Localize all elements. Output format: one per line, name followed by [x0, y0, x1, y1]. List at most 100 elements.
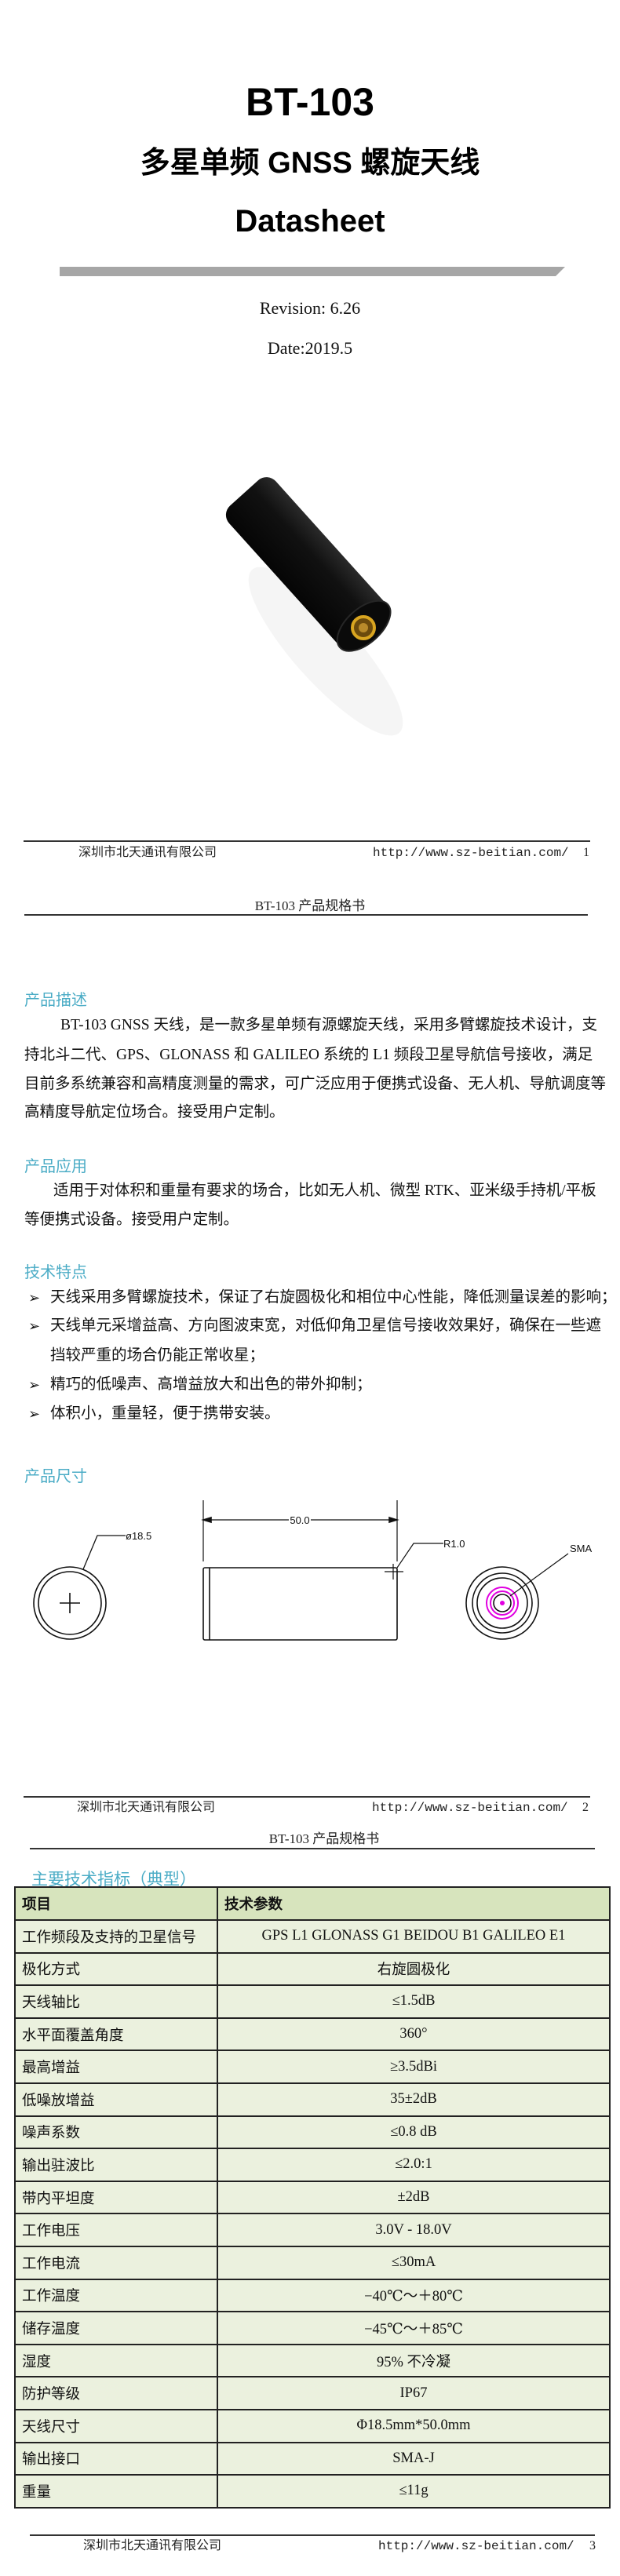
spec-item: 输出驻波比 — [14, 2148, 218, 2182]
spec-item: 水平面覆盖角度 — [14, 2017, 218, 2052]
footer-company: 深圳市北天通讯有限公司 — [78, 846, 217, 859]
title-divider-bar — [60, 267, 565, 276]
spec-value: SMA-J — [217, 2441, 611, 2476]
section-heading-description: 产品描述 — [24, 992, 87, 1009]
end-view-top — [33, 1535, 126, 1640]
model-title: BT-103 — [246, 80, 374, 124]
table-row: 带内平坦度±2dB — [14, 2180, 611, 2215]
footer-company: 深圳市北天通讯有限公司 — [77, 1801, 216, 1814]
page-number: 3 — [589, 2539, 596, 2552]
column-header-item: 项目 — [14, 1886, 218, 1921]
header-rule — [30, 1848, 595, 1849]
spec-value: ≤2.0:1 — [217, 2148, 611, 2182]
column-header-param: 技术参数 — [217, 1886, 611, 1921]
table-header-row: 项目 技术参数 — [14, 1886, 611, 1921]
date-text: Date:2019.5 — [267, 338, 353, 358]
feature-item-continued: 挡较严重的场合仍能正常收星； — [50, 1347, 265, 1364]
spec-value: ≤0.8 dB — [217, 2115, 611, 2150]
spec-value: 35±2dB — [217, 2082, 611, 2117]
spec-value: −45℃～＋85℃ — [217, 2311, 611, 2345]
footer-url[interactable]: http://www.sz-beitian.com/ — [373, 846, 569, 860]
revision-text: Revision: 6.26 — [259, 298, 361, 318]
table-row: 输出驻波比≤2.0:1 — [14, 2148, 611, 2182]
spec-item: 输出接口 — [14, 2441, 218, 2476]
feature-item: 精巧的低噪声、高增益放大和出色的带外抑制； — [50, 1376, 372, 1393]
spec-item: 湿度 — [14, 2343, 218, 2378]
spec-item: 工作温度 — [14, 2278, 218, 2313]
spec-value: IP67 — [217, 2376, 611, 2410]
spec-item: 带内平坦度 — [14, 2180, 218, 2215]
footer-url[interactable]: http://www.sz-beitian.com/ — [372, 1801, 568, 1815]
spec-value: ≤1.5dB — [217, 1984, 611, 2019]
dimension-drawing: ø18.5 50.0 R1.0 SMA — [33, 1500, 593, 1641]
spec-value: ≤11g — [217, 2474, 611, 2509]
description-line: 高精度导航定位场合。接受用户定制。 — [24, 1104, 285, 1120]
feature-item: 体积小，重量轻，便于携带安装。 — [50, 1405, 280, 1422]
spec-item: 重量 — [14, 2474, 218, 2509]
page-header-title: BT-103 产品规格书 — [268, 1831, 380, 1846]
section-heading-application: 产品应用 — [24, 1158, 87, 1175]
section-heading-features: 技术特点 — [24, 1264, 87, 1281]
diameter-label: ø18.5 — [126, 1530, 151, 1542]
spec-value: Φ18.5mm*50.0mm — [217, 2408, 611, 2443]
spec-item: 工作频段及支持的卫星信号 — [14, 1919, 218, 1954]
page-number: 1 — [583, 846, 589, 859]
section-heading-specs: 主要技术指标（典型） — [31, 1870, 196, 1889]
footer-url[interactable]: http://www.sz-beitian.com/ — [378, 2539, 574, 2553]
feature-item: 天线采用多臂螺旋技术，保证了右旋圆极化和相位中心性能，降低测量误差的影响； — [50, 1289, 617, 1306]
table-row: 极化方式右旋圆极化 — [14, 1951, 611, 1987]
table-row: 噪声系数≤0.8 dB — [14, 2115, 611, 2150]
spec-item: 天线尺寸 — [14, 2408, 218, 2443]
feature-item: 天线单元采增益高、方向图波束宽，对低仰角卫星信号接收效果好，确保在一些遮 — [50, 1317, 602, 1334]
spec-item: 防护等级 — [14, 2376, 218, 2410]
description-line: 目前多系统兼容和高精度测量的需求，可广泛应用于便携式设备、无人机、导航调度等 — [24, 1076, 607, 1092]
length-label: 50.0 — [290, 1514, 309, 1526]
spec-value: 95% 不冷凝 — [217, 2343, 611, 2378]
table-row: 储存温度−45℃～＋85℃ — [14, 2311, 611, 2345]
spec-item: 最高增益 — [14, 2050, 218, 2084]
spec-item: 工作电压 — [14, 2213, 218, 2247]
spec-item: 极化方式 — [14, 1951, 218, 1987]
table-row: 工作温度−40℃～＋80℃ — [14, 2278, 611, 2313]
table-row: 最高增益≥3.5dBi — [14, 2050, 611, 2084]
spec-item: 噪声系数 — [14, 2115, 218, 2150]
spec-item: 低噪放增益 — [14, 2082, 218, 2117]
side-view — [201, 1500, 443, 1641]
table-row: 重量≤11g — [14, 2474, 611, 2509]
product-subtitle: 多星单频 GNSS 螺旋天线 — [140, 147, 480, 180]
page-number: 2 — [582, 1801, 589, 1814]
spec-item: 天线轴比 — [14, 1984, 218, 2019]
header-rule — [24, 914, 588, 916]
spec-value: 右旋圆极化 — [217, 1951, 611, 1987]
application-line: 等便携式设备。接受用户定制。 — [24, 1211, 239, 1228]
connector-label: SMA — [570, 1543, 593, 1554]
footer-rule — [24, 840, 590, 842]
spec-item: 储存温度 — [14, 2311, 218, 2345]
spec-value: 3.0V - 18.0V — [217, 2213, 611, 2247]
bullet-arrow-icon: ➢ — [28, 1318, 41, 1334]
footer-rule — [24, 1796, 590, 1798]
bullet-arrow-icon: ➢ — [28, 1290, 41, 1306]
bullet-arrow-icon: ➢ — [28, 1406, 41, 1422]
bullet-arrow-icon: ➢ — [28, 1377, 41, 1393]
spec-item: 工作电流 — [14, 2245, 218, 2280]
antenna-photo — [225, 477, 403, 736]
table-row: 工作电流≤30mA — [14, 2245, 611, 2280]
section-heading-dimensions: 产品尺寸 — [24, 1468, 87, 1485]
spec-value: −40℃～＋80℃ — [217, 2278, 611, 2313]
spec-value: 360° — [217, 2017, 611, 2052]
application-line: 适用于对体积和重量有要求的场合，比如无人机、微型 RTK、亚米级手持机/平板 — [53, 1182, 596, 1199]
spec-value: ≥3.5dBi — [217, 2050, 611, 2084]
description-line: 持北斗二代、GPS、GLONASS 和 GALILEO 系统的 L1 频段卫星导… — [24, 1047, 593, 1063]
end-view-connector — [465, 1553, 569, 1640]
page-header-title: BT-103 产品规格书 — [254, 898, 366, 913]
doc-type-title: Datasheet — [235, 204, 385, 239]
